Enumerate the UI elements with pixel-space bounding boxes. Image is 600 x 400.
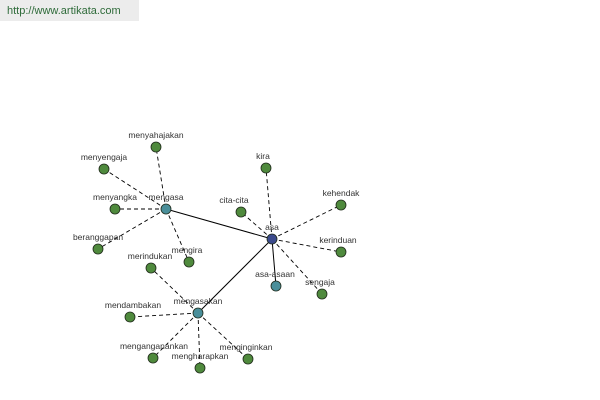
- node-kira[interactable]: [260, 162, 272, 174]
- edge-mengasakan-mengharapkan: [197, 312, 201, 369]
- edge-asa-mengasa: [165, 208, 273, 240]
- node-mengharapkan[interactable]: [194, 362, 206, 374]
- node-mengasakan[interactable]: [192, 307, 204, 319]
- edge-asa-sengaja: [271, 238, 323, 295]
- node-asa-asaan[interactable]: [270, 280, 282, 292]
- edge-mengasa-mengira: [165, 208, 190, 263]
- node-label-menganganankan: menganganankan: [120, 341, 188, 351]
- node-label-mengasakan: mengasakan: [174, 296, 223, 306]
- node-label-cita-cita: cita-cita: [219, 195, 249, 205]
- edge-mengasakan-merindukan: [150, 267, 199, 314]
- node-menginginkan[interactable]: [242, 353, 254, 365]
- watermark-url: http://www.artikata.com: [0, 0, 139, 21]
- node-label-beranggapan: beranggapan: [73, 232, 123, 242]
- edge-mengasakan-mendambakan: [129, 312, 199, 318]
- node-label-mengira: mengira: [172, 245, 203, 255]
- node-label-kira: kira: [256, 151, 270, 161]
- edge-mengasa-menyengaja: [103, 168, 167, 210]
- node-kerinduan[interactable]: [335, 246, 347, 258]
- edge-mengasa-menyahajakan: [155, 146, 167, 210]
- node-label-merindukan: merindukan: [128, 251, 173, 261]
- node-menganganankan[interactable]: [147, 352, 159, 364]
- node-label-menyangka: menyangka: [93, 192, 137, 202]
- node-menyengaja[interactable]: [98, 163, 110, 175]
- node-merindukan[interactable]: [145, 262, 157, 274]
- node-label-kehendak: kehendak: [323, 188, 361, 198]
- labels-layer: asa mengasa mengasakan asa-asaan menyahajaka…: [73, 130, 360, 361]
- edge-asa-kira: [265, 167, 273, 240]
- node-beranggapan[interactable]: [92, 243, 104, 255]
- node-mengasa[interactable]: [160, 203, 172, 215]
- node-label-menyahajakan: menyahajakan: [128, 130, 184, 140]
- node-sengaja[interactable]: [316, 288, 328, 300]
- node-label-mendambakan: mendambakan: [105, 300, 162, 310]
- node-mengira[interactable]: [183, 256, 195, 268]
- node-menyahajakan[interactable]: [150, 141, 162, 153]
- node-mendambakan[interactable]: [124, 311, 136, 323]
- edge-asa-kehendak: [271, 204, 342, 240]
- edge-mengasa-beranggapan: [97, 208, 167, 250]
- edges-layer: [97, 146, 342, 369]
- node-label-menyengaja: menyengaja: [81, 152, 128, 162]
- edge-asa-mengasakan: [197, 238, 273, 314]
- node-cita-cita[interactable]: [235, 206, 247, 218]
- node-label-kerinduan: kerinduan: [319, 235, 357, 245]
- edge-asa-asa-asaan: [271, 238, 277, 287]
- nodes-layer: [92, 141, 347, 374]
- node-kehendak[interactable]: [335, 199, 347, 211]
- node-label-sengaja: sengaja: [305, 277, 335, 287]
- node-label-asa: asa: [265, 222, 279, 232]
- node-label-menginginkan: menginginkan: [220, 342, 273, 352]
- node-menyangka[interactable]: [109, 203, 121, 215]
- edge-mengasakan-menganganankan: [152, 312, 199, 359]
- node-asa[interactable]: [266, 233, 278, 245]
- edge-asa-kerinduan: [271, 238, 342, 253]
- node-label-asa-asaan: asa-asaan: [255, 269, 295, 279]
- node-label-mengharapkan: mengharapkan: [172, 351, 229, 361]
- edge-mengasakan-menginginkan: [197, 312, 249, 360]
- node-label-mengasa: mengasa: [149, 192, 184, 202]
